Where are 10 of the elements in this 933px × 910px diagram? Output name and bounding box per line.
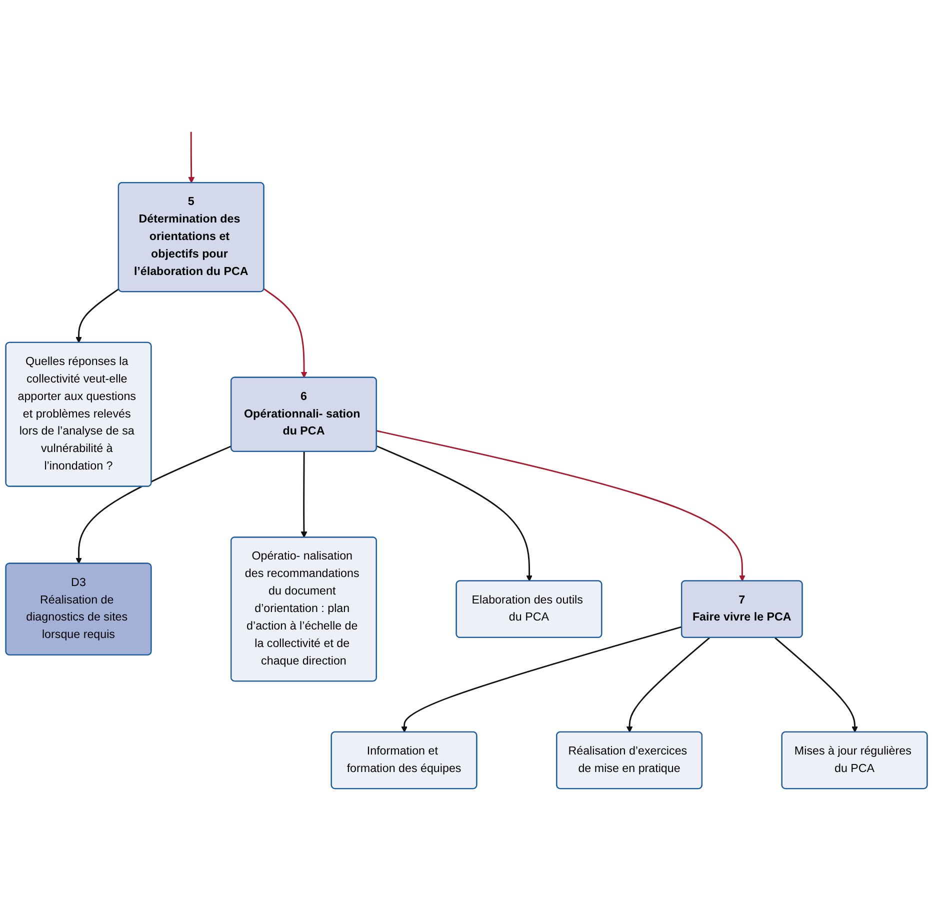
arrow (626, 638, 710, 733)
arrow (300, 452, 308, 538)
arrow (376, 446, 532, 582)
arrow (401, 626, 682, 733)
arrow (774, 638, 858, 733)
arrow (188, 132, 195, 184)
arrow (76, 446, 232, 564)
arrow (376, 430, 746, 582)
arrow (264, 288, 308, 378)
arrow (76, 288, 120, 344)
